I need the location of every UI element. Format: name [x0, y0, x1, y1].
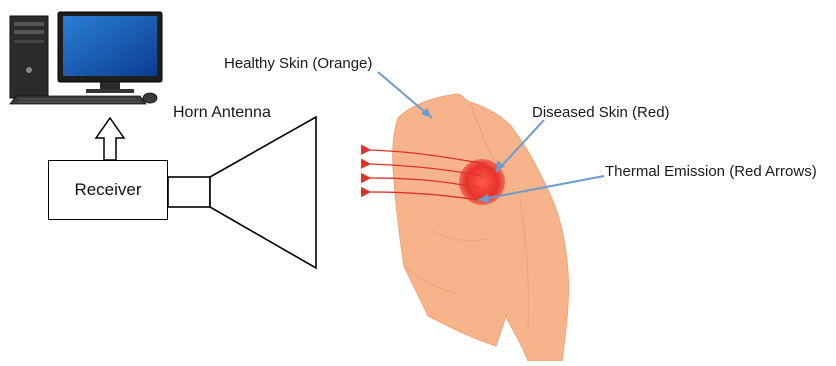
healthy-skin-callout: [378, 72, 432, 118]
skin-torso: [393, 94, 569, 361]
healthy-skin-label: Healthy Skin (Orange): [224, 55, 372, 72]
horn-antenna: [168, 117, 316, 268]
horn-antenna-label: Horn Antenna: [173, 104, 271, 122]
hollow-up-arrow-icon: [96, 118, 124, 160]
desktop-computer-icon: [10, 12, 162, 104]
receiver-label: Receiver: [74, 180, 141, 200]
receiver-box: Receiver: [48, 160, 168, 220]
thermal-emission-label: Thermal Emission (Red Arrows): [605, 163, 817, 180]
diseased-skin-label: Diseased Skin (Red): [532, 104, 670, 121]
